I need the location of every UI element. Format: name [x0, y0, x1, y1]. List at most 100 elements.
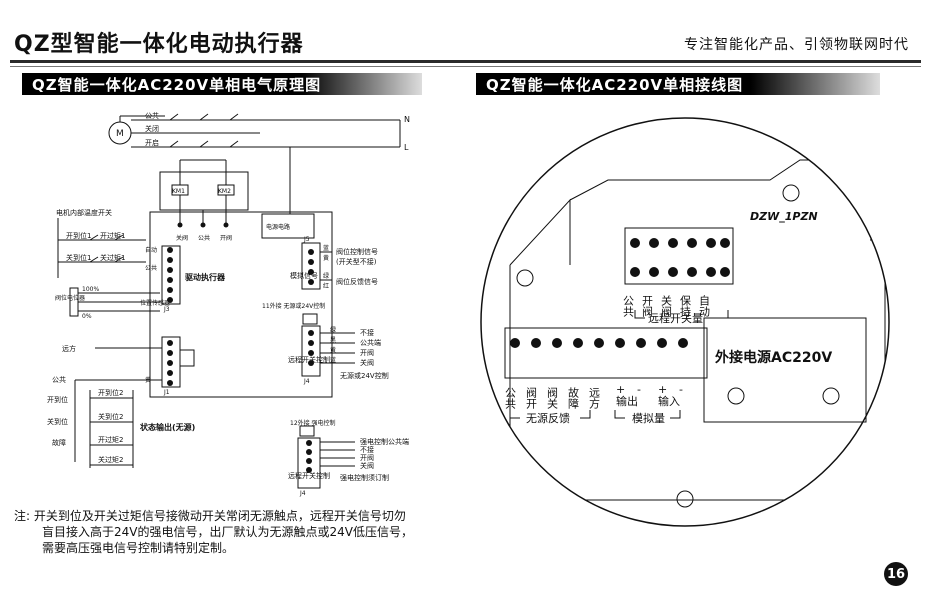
header-rule-thin [10, 66, 921, 67]
footnote-line-1: 注: 开关到位及开关过矩信号接微动开关常闭无源触点，远程开关信号切勿 [14, 509, 406, 523]
mount-hole-left [516, 269, 534, 287]
motor-line-close: 关闭 [145, 124, 159, 133]
j3-label: J3 [163, 306, 170, 313]
remote-dry-caption: 无源或24V控制 [340, 371, 389, 380]
top-group-caption: 远程开关量 [648, 311, 703, 325]
electrical-schematic: M N L 公共 关闭 开启 KM1 KM2 关阀 公共 开阀 电源电路 电机内… [47, 111, 410, 497]
power-hole-left [727, 387, 745, 405]
position-pot-label: 阀位电位器 [55, 294, 85, 302]
remote-switch-label: 远程开关控制 [288, 355, 330, 364]
open-limit-2: 开到位2 [98, 388, 123, 397]
remote-wire-yellow: 黄 [330, 346, 336, 354]
close-limit-2: 关到位2 [98, 412, 123, 421]
analog-signal-label: 模拟信号 [290, 271, 318, 280]
board-model: DZW_1PZN [750, 210, 818, 223]
strong-power-note: 12外接 强电控制 [290, 419, 336, 427]
footnote-line-2: 盲目接入高于24V的强电信号，出厂默认为无源触点或24V低压信号， [42, 525, 413, 539]
internal-label-common: 公共 [198, 234, 210, 242]
bottom-label-in-plus: + [658, 383, 667, 396]
remote-label-nc: 不接 [360, 328, 374, 337]
motor-line-open: 开启 [145, 138, 159, 147]
remote-wire-blue: 蓝 [330, 356, 336, 364]
relay-km2: KM2 [218, 188, 231, 195]
top-label-hold: 保持 [679, 294, 692, 318]
input-wire-green: 绿 [323, 272, 329, 280]
input-wire-yellow: 黄 [323, 254, 329, 262]
remote-power-note: 11外接 无源或24V控制 [262, 302, 325, 310]
header-slogan: 专注智能化产品、引领物联网时代 [684, 37, 909, 53]
line-phase-label: L [404, 143, 409, 152]
remote-label-open: 开阀 [360, 348, 374, 357]
j5-label: J5 [303, 236, 310, 243]
power-box [703, 317, 867, 423]
input-label-feedback: 阀位反馈信号 [336, 277, 378, 286]
header-rule-thick [10, 60, 921, 63]
top-label-auto: 自动 [698, 295, 711, 317]
remote-label-close: 关阀 [360, 358, 374, 367]
bottom-label-out-minus: - [637, 383, 641, 396]
bottom-label-out-plus: + [616, 383, 625, 396]
left-section-heading: QZ智能一体化AC220V单相电气原理图 [22, 73, 422, 95]
remote-wire-black: 黑 [330, 337, 336, 344]
line-neutral-label: N [404, 115, 410, 124]
enclosure-circle [480, 117, 890, 527]
power-circuit-label: 电源电路 [266, 223, 290, 231]
strong-label-close: 关阀 [360, 461, 374, 470]
bottom-caption-input: 输入 [658, 394, 680, 408]
open-torque-2: 开过矩2 [98, 435, 123, 444]
page-number: 16 [884, 562, 908, 586]
wiring-diagram: DZW_1PZN 公共 开阀 关阀 保持 自动 远程开关量 公共 阀开 阀关 故… [480, 117, 890, 527]
internal-label-close: 关阀 [176, 234, 188, 242]
drive-board-label: 驱动执行器 [185, 272, 226, 282]
bottom-label-remote: 远方 [588, 387, 601, 409]
j1-label: J1 [163, 389, 170, 396]
power-hole-right [822, 387, 840, 405]
input-label-control: 阀位控制信号 [336, 247, 378, 256]
left-section-title: QZ智能一体化AC220V单相电气原理图 [32, 75, 322, 94]
module-label-common: 公共 [145, 264, 157, 272]
right-section-title: QZ智能一体化AC220V单相接线图 [486, 75, 744, 94]
strong-label-nc: 不接 [360, 445, 374, 454]
close-torque-1: 关过矩1 [100, 253, 125, 262]
bottom-label-valve-open: 阀开 [525, 386, 538, 410]
bottom-terminal-block [504, 327, 708, 379]
remote-label-common: 公共端 [360, 338, 381, 347]
close-limit-1: 关到位1 [66, 253, 91, 262]
bottom-label-in-minus: - [679, 383, 683, 396]
relay-km1: KM1 [172, 188, 185, 195]
yellow-wire-label: 黄 [145, 376, 151, 384]
internal-label-open: 开阀 [220, 234, 232, 242]
input-wire-red: 红 [323, 282, 329, 290]
top-label-open: 开阀 [641, 295, 654, 318]
feedback-close-label: 关到位 [47, 417, 68, 426]
page-title: QZ型智能一体化电动执行器 [14, 32, 304, 57]
motor-label: M [116, 129, 124, 139]
feedback-open-label: 开到位 [47, 395, 68, 404]
close-torque-2: 关过矩2 [98, 455, 123, 464]
top-label-common: 公共 [622, 295, 635, 318]
bottom-label-valve-close: 阀关 [546, 386, 559, 410]
status-output-label: 状态输出(无源) [140, 422, 195, 432]
position-sensor-label: 位置传感器 [140, 299, 170, 307]
j4-dry-label: J4 [303, 378, 310, 385]
mount-hole-bottom [676, 490, 694, 508]
footnote: 注: 开关到位及开关过矩信号接微动开关常闭无源触点，远程开关信号切勿 盲目接入高… [14, 508, 474, 556]
input-wire-blue: 蓝 [323, 244, 329, 252]
top-label-close: 关阀 [660, 294, 673, 318]
bottom-label-common: 公共 [504, 387, 517, 410]
open-torque-1: 开过矩1 [100, 231, 125, 240]
bottom-caption-analog: 模拟量 [632, 411, 665, 425]
top-terminal-block [624, 227, 734, 285]
strong-switch-label: 远程开关控制 [288, 471, 330, 480]
strong-label-common: 强电控制公共端 [360, 437, 409, 446]
bottom-label-fault: 故障 [567, 386, 580, 409]
j4-strong-label: J4 [299, 490, 306, 497]
footnote-line-3: 需要高压强电信号控制请特别定制。 [42, 541, 235, 555]
open-limit-1: 开到位1 [66, 231, 91, 240]
right-section-heading: QZ智能一体化AC220V单相接线图 [476, 73, 880, 95]
feedback-common-label: 公共 [52, 375, 66, 384]
strong-caption: 强电控制须订制 [340, 473, 389, 482]
strong-label-open: 开阀 [360, 453, 374, 462]
module-label-auto: 自动 [145, 246, 157, 254]
bottom-caption-dry-feedback: 无源反馈 [526, 411, 570, 425]
